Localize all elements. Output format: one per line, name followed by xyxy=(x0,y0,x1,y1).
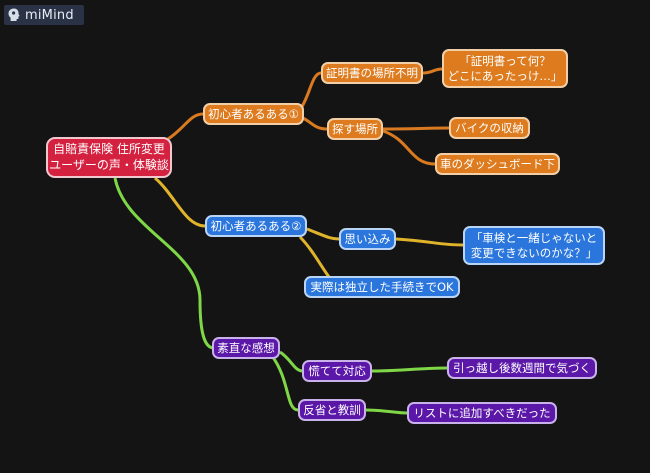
root-line2: ユーザーの声・体験談 xyxy=(49,157,169,172)
branch2-child1-label: 思い込み xyxy=(344,231,391,246)
connector-child-quote2 xyxy=(395,237,464,247)
branch1-leaf2-label: 車のダッシュボード下 xyxy=(440,156,555,171)
branch3-child1-label: 慌てて対応 xyxy=(308,363,366,378)
branch1-node[interactable]: 初心者あるある① xyxy=(203,103,304,125)
branch1-leaf1-node[interactable]: バイクの収納 xyxy=(449,117,530,139)
branch1-quote-line2: どこにあったっけ…」 xyxy=(447,68,563,83)
branch3-child1-node[interactable]: 慌てて対応 xyxy=(302,360,372,382)
branch3-leaf2-label: リストに追加すべきだった xyxy=(413,405,551,420)
branch2-child2-label: 実際は独立した手続きでOK xyxy=(310,279,454,294)
root-node[interactable]: 自賠責保険 住所変更 ユーザーの声・体験談 xyxy=(46,137,172,178)
branch1-child1-label: 証明書の場所不明 xyxy=(326,65,418,80)
connector-root-branch1 xyxy=(167,112,204,141)
root-line1: 自賠責保険 住所変更 xyxy=(53,141,165,156)
branch1-quote-node[interactable]: 「証明書って何？ どこにあったっけ…」 xyxy=(442,49,568,88)
connector-branch1-child1 xyxy=(299,71,322,109)
branch1-quote-line1: 「証明書って何？ xyxy=(459,53,551,68)
branch3-leaf1-node[interactable]: 引っ越し後数週間で気づく xyxy=(447,357,597,379)
branch1-child2-label: 探す場所 xyxy=(332,121,378,136)
connector-branch2-child1 xyxy=(306,227,340,241)
branch2-label: 初心者あるある② xyxy=(210,218,302,233)
branch1-child2-node[interactable]: 探す場所 xyxy=(327,118,383,140)
branch3-child2-node[interactable]: 反省と教訓 xyxy=(298,399,366,421)
connector-branch3-child1 xyxy=(279,350,304,373)
branch2-node[interactable]: 初心者あるある② xyxy=(205,215,307,237)
connector-branch3-child2 xyxy=(270,355,299,412)
connector-root-branch3 xyxy=(113,177,215,350)
branch1-leaf1-label: バイクの収納 xyxy=(455,120,524,135)
connector-child2-leaf2 xyxy=(382,129,436,166)
branch2-quote-line1: 「車検と一緒じゃないと xyxy=(470,230,598,245)
branch3-leaf1-label: 引っ越し後数週間で気づく xyxy=(453,360,591,375)
branch1-label: 初心者あるある① xyxy=(208,106,299,121)
branch2-child2-node[interactable]: 実際は独立した手続きでOK xyxy=(304,276,460,298)
connector-child-leaf31 xyxy=(371,366,448,373)
connector-branch1-child2 xyxy=(300,115,328,131)
connector-child1-quote xyxy=(422,67,443,75)
branch3-label: 素直な感想 xyxy=(217,340,275,355)
connector-root-branch2 xyxy=(154,176,206,228)
branch3-leaf2-node[interactable]: リストに追加すべきだった xyxy=(407,402,557,424)
app-title: miMind xyxy=(25,7,74,23)
connector-child2-leaf1 xyxy=(382,126,450,131)
branch2-quote-node[interactable]: 「車検と一緒じゃないと 変更できないのかな？」 xyxy=(463,226,605,265)
branch2-child1-node[interactable]: 思い込み xyxy=(339,228,396,250)
branch1-leaf2-node[interactable]: 車のダッシュボード下 xyxy=(435,153,560,175)
branch2-quote-line2: 変更できないのかな？」 xyxy=(470,245,598,260)
app-logo: miMind xyxy=(4,5,84,25)
branch3-child2-label: 反省と教訓 xyxy=(303,402,361,417)
connector-child-leaf32 xyxy=(365,408,408,415)
branch3-node[interactable]: 素直な感想 xyxy=(212,337,280,359)
bulb-head-icon xyxy=(8,8,20,22)
branch1-child1-node[interactable]: 証明書の場所不明 xyxy=(321,62,423,84)
